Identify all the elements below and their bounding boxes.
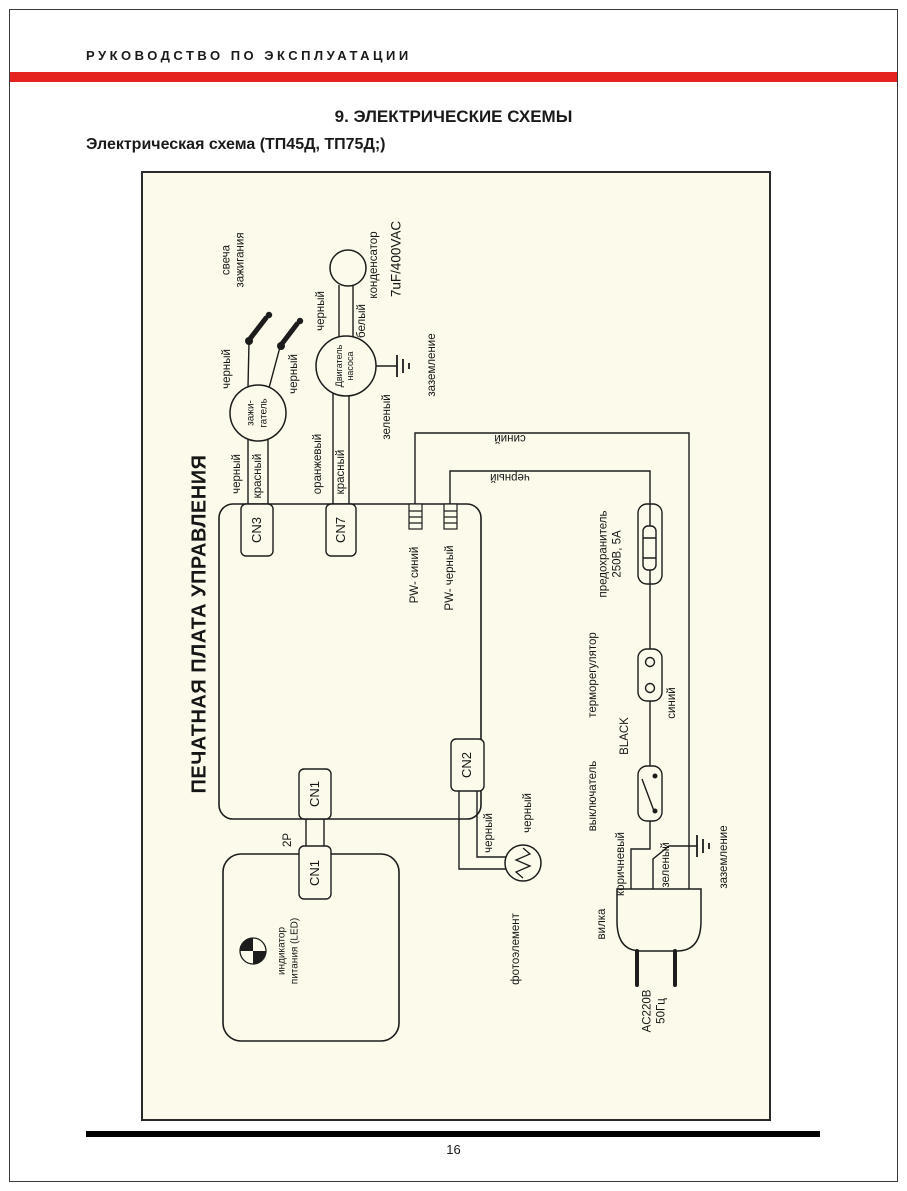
schematic-linework [218, 249, 710, 1042]
connector-cn3-label: CN3 [248, 516, 264, 544]
connector-cn1-label: CN1 [306, 780, 322, 808]
label-plug: вилка [595, 908, 608, 940]
wire-lines [247, 285, 697, 889]
connector-cn3-box [240, 503, 274, 557]
label-spark-plug: свеча зажигания [220, 232, 247, 288]
label-thermostat-wire-blue: синий [665, 687, 678, 719]
manual-title: РУКОВОДСТВО ПО ЭКСПЛУАТАЦИИ [86, 48, 412, 63]
label-pw-blue: PW- синий [408, 546, 421, 604]
label-spark-wire2: черный [287, 354, 300, 394]
connector-cn2-label: CN2 [458, 751, 474, 779]
label-cn7-wire1: оранжевый [311, 433, 324, 495]
section-title: 9. ЭЛЕКТРИЧЕСКИЕ СХЕМЫ [334, 107, 573, 126]
led-indicator-icon [239, 937, 267, 965]
label-thermostat-wire-black: BLACK [618, 717, 631, 755]
igniter-circle [229, 384, 287, 442]
footer-rule [86, 1131, 820, 1137]
label-cn1-pins: 2P [281, 832, 294, 848]
photocell-symbol [504, 844, 542, 882]
label-photocell: фотоэлемент [509, 913, 522, 985]
label-motor-ground-wire: зеленый [380, 394, 393, 440]
pw-terminals [408, 503, 458, 530]
label-cap-wire2: белый [355, 304, 368, 338]
fuse-symbol [637, 503, 663, 585]
connector-cn1-mate-label: CN1 [306, 859, 322, 887]
label-thermostat: терморегулятор [586, 632, 599, 718]
label-capacitor: конденсатор [367, 231, 380, 299]
label-switch-wire-brown: коричневый [614, 832, 627, 896]
header-red-bar [10, 72, 897, 82]
pump-motor-circle [315, 335, 377, 397]
label-fuse: предохранитель 250В, 5А [597, 510, 624, 598]
thermostat-symbol [637, 648, 663, 702]
motor-ground-icon [396, 355, 410, 377]
label-led-indicator: индикатор питания (LED) [276, 917, 301, 985]
label-switch: выключатель [586, 760, 599, 832]
label-cn3-wire1: черный [230, 454, 243, 494]
mains-plug-symbol [616, 888, 702, 987]
label-supply: AC220В 50Гц [641, 989, 668, 1033]
connector-cn1-mate-box [298, 845, 332, 900]
schematic-rotated-canvas: ПЕЧАТНАЯ ПЛАТА УПРАВЛЕНИЯ свеча зажигани… [143, 173, 769, 1119]
switch-symbol [637, 765, 663, 822]
label-capacitor-value: 7uF/400VAC [388, 220, 404, 298]
label-long-wire-blue: синий [494, 432, 526, 445]
board-title: ПЕЧАТНАЯ ПЛАТА УПРАВЛЕНИЯ [188, 454, 211, 794]
label-cn7-wire2: красный [334, 449, 347, 495]
connector-cn1-box [298, 768, 332, 820]
label-plug-ground: заземление [717, 825, 730, 889]
label-cap-wire1: черный [314, 291, 327, 331]
label-photocell-wire1: черный [482, 813, 495, 853]
label-spark-wire1: черный [220, 349, 233, 389]
label-long-wire-black: черный [490, 471, 530, 484]
connector-cn7-box [325, 503, 357, 557]
label-igniter: зажи- гатель [245, 398, 270, 428]
label-pw-black: PW- черный [443, 545, 456, 611]
label-cn3-wire2: красный [251, 453, 264, 499]
spark-plug-symbols [245, 311, 304, 350]
connector-cn2-box [450, 738, 485, 792]
label-motor-ground: заземление [425, 333, 438, 397]
page-number: 16 [446, 1142, 461, 1157]
label-pump-motor: Двигатель насоса [333, 344, 355, 388]
plug-ground-icon [696, 835, 710, 857]
capacitor-circle [329, 249, 367, 287]
label-photocell-wire2: черный [521, 793, 534, 833]
schematic-title: Электрическая схема (ТП45Д, ТП75Д;) [86, 136, 386, 153]
schematic-frame: ПЕЧАТНАЯ ПЛАТА УПРАВЛЕНИЯ свеча зажигани… [141, 171, 771, 1121]
connector-cn7-label: CN7 [332, 516, 348, 544]
connector-blocks [240, 503, 485, 900]
label-plug-ground-wire: зеленый [659, 842, 672, 888]
